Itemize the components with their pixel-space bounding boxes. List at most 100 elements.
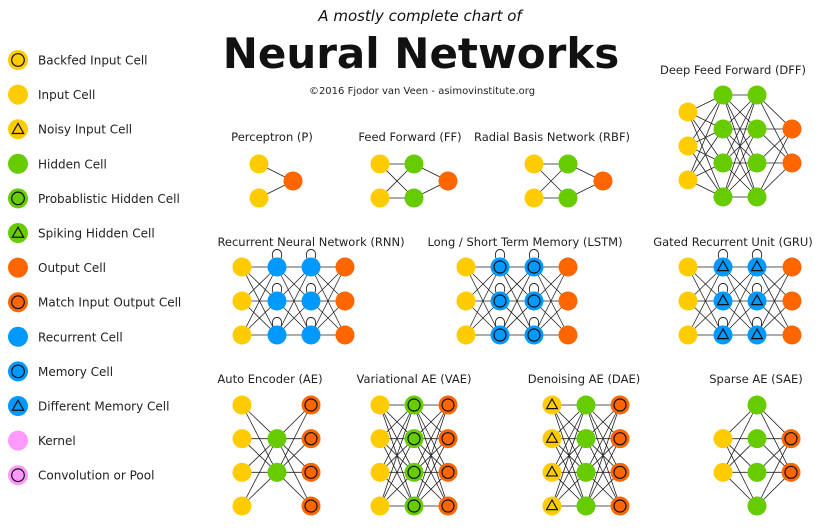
connection [413, 404, 449, 473]
connection [585, 404, 621, 507]
network-title: Gated Recurrent Unit (GRU) [653, 235, 813, 249]
legend-swatch [8, 326, 28, 347]
legend-label: Memory Cell [38, 365, 113, 379]
hidden-cell [747, 153, 767, 173]
match-cell [781, 462, 801, 482]
diffmemory-cell [747, 325, 767, 345]
connection [722, 94, 758, 198]
match-cell [301, 395, 321, 415]
recurrent-loop [717, 317, 729, 327]
input-cell [370, 429, 390, 449]
hidden-cell [404, 154, 424, 174]
connection [687, 94, 724, 181]
recurrent-loop [494, 317, 506, 327]
legend-swatch [8, 153, 28, 174]
match-cell [610, 429, 630, 449]
network-cells [524, 154, 613, 208]
legend-swatch-ring [11, 468, 25, 483]
network-connections [379, 404, 449, 507]
input-cell [678, 170, 698, 190]
network-diagrams: Perceptron (P)Feed Forward (FF)Radial Ba… [217, 63, 813, 516]
hidden-cell [713, 119, 733, 139]
hidden-cell [747, 429, 767, 449]
hidden-cell [576, 496, 596, 516]
match-cell [301, 496, 321, 516]
legend-swatch-triangle [11, 398, 25, 411]
network-cells [678, 85, 802, 207]
legend-swatch-ring [11, 191, 25, 206]
input-cell [232, 429, 252, 449]
network-connections [722, 404, 792, 507]
recurrent-loop [494, 283, 506, 293]
input-cell [678, 325, 698, 345]
connection [756, 266, 793, 336]
match-cell [438, 496, 458, 516]
connection [533, 266, 569, 336]
output-cell [558, 257, 578, 277]
diffmemory-cell-triangle [750, 293, 764, 306]
connection [379, 438, 415, 507]
legend-label: Recurrent Cell [38, 330, 123, 344]
input-cell [232, 496, 252, 516]
legend-label: Hidden Cell [38, 157, 107, 171]
legend-item: Backfed Input Cell [8, 50, 148, 70]
memory-cell-ring [527, 294, 541, 308]
connection [722, 404, 758, 473]
probhidden-cell-ring [407, 432, 421, 446]
legend-swatch-ring [11, 364, 25, 379]
probhidden-cell-ring [407, 398, 421, 412]
match-cell [438, 395, 458, 415]
output-cell [782, 291, 802, 311]
network-title: Deep Feed Forward (DFF) [660, 63, 806, 77]
legend-swatch-ring [11, 295, 25, 310]
match-cell-ring [784, 432, 798, 446]
legend-label: Output Cell [38, 261, 106, 275]
output-cell [558, 291, 578, 311]
legend-swatch [8, 430, 28, 451]
network-cells [370, 395, 458, 516]
network-cells [249, 154, 303, 208]
network-dff: Deep Feed Forward (DFF) [660, 63, 806, 207]
network-connections [687, 94, 793, 198]
connection [722, 128, 758, 198]
legend-swatch [8, 84, 28, 105]
network-title: Feed Forward (FF) [358, 130, 461, 144]
output-cell [335, 257, 355, 277]
hidden-cell [558, 154, 578, 174]
connection [413, 438, 449, 507]
diffmemory-cell-triangle [716, 327, 730, 340]
network-connections [241, 249, 346, 336]
connection [687, 266, 724, 336]
network-connections [241, 404, 312, 507]
connection [687, 128, 724, 181]
output-cell [593, 171, 613, 191]
legend-item: Spiking Hidden Cell [8, 223, 155, 243]
network-cells [456, 257, 578, 345]
legend-swatch [8, 361, 28, 382]
output-cell [283, 171, 303, 191]
hidden-cell [713, 85, 733, 105]
diffmemory-cell [713, 257, 733, 277]
legend-swatch-triangle [11, 122, 25, 135]
connection [241, 438, 278, 507]
header: A mostly complete chart of Neural Networ… [223, 7, 620, 97]
network-title: Radial Basis Network (RBF) [474, 130, 630, 144]
legend-label: Input Cell [38, 88, 95, 102]
network-cells [232, 257, 355, 345]
network-rbf: Radial Basis Network (RBF) [474, 130, 630, 208]
connection [379, 404, 415, 473]
hidden-cell [747, 119, 767, 139]
connection [551, 438, 587, 507]
recurrent-loop [271, 317, 283, 327]
input-cell [370, 188, 390, 208]
hidden-cell [713, 153, 733, 173]
legend-swatch-triangle [11, 225, 25, 238]
match-cell-ring [441, 499, 455, 513]
input-cell [370, 462, 390, 482]
input-cell [232, 291, 252, 311]
network-connections [687, 249, 793, 336]
recurrent-loop [305, 249, 317, 259]
diffmemory-cell-triangle [716, 259, 730, 272]
probhidden-cell-ring [407, 465, 421, 479]
match-cell-ring [613, 398, 627, 412]
